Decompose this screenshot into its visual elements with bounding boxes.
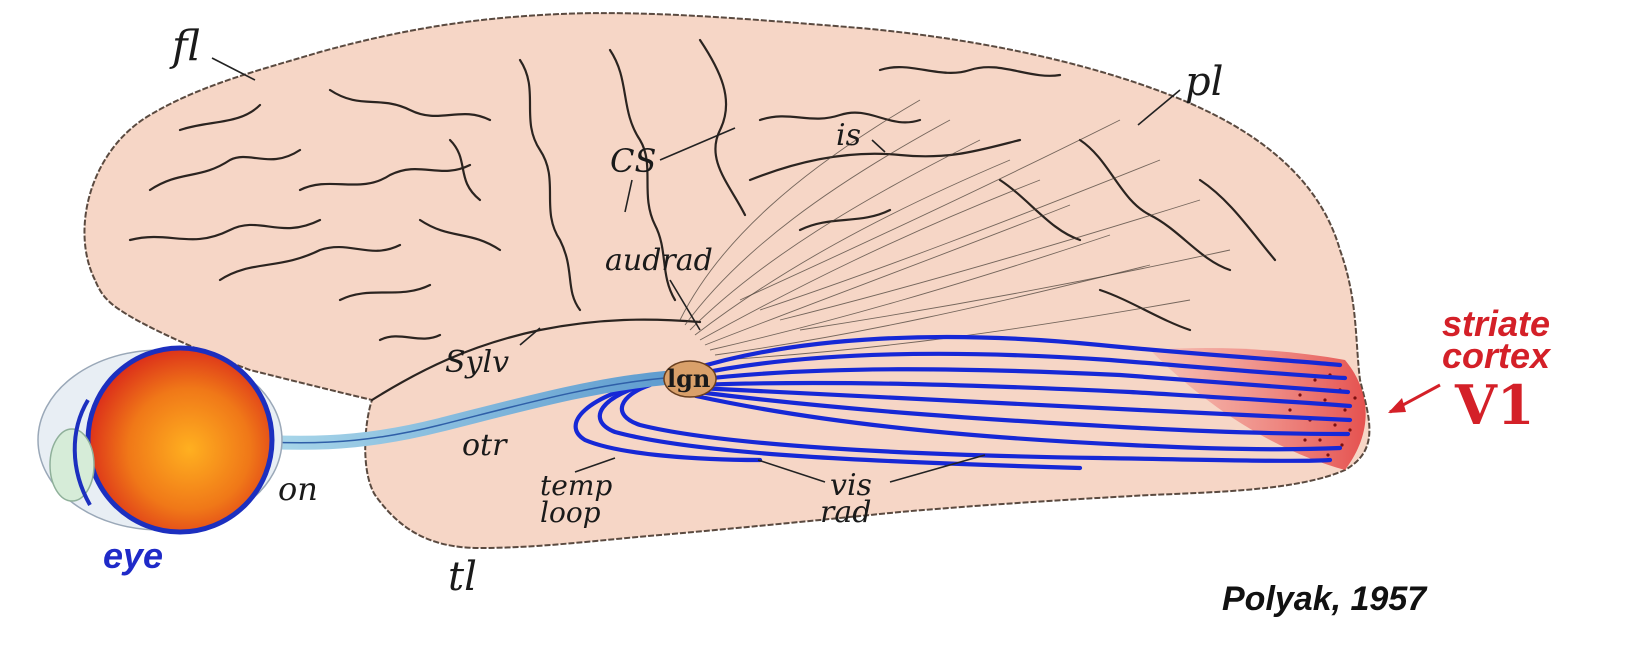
sulci — [128, 38, 1277, 342]
lgn-nucleus — [663, 360, 717, 398]
label-pl: pl — [1185, 59, 1223, 105]
label-loop: loop — [540, 496, 601, 529]
label-on: on — [278, 470, 318, 508]
label-lgn: lgn — [667, 364, 710, 393]
eye-illustration — [37, 345, 283, 535]
sylvian-fissure — [370, 318, 702, 402]
label-cs: CS — [610, 142, 656, 180]
label-eye: eye — [103, 535, 163, 576]
brain-outline — [83, 12, 1371, 550]
label-cortex: cortex — [1442, 335, 1552, 376]
label-v1: V1 — [1454, 373, 1534, 437]
label-sylv: Sylv — [445, 345, 509, 380]
label-temp: temp — [540, 469, 612, 502]
label-rad: rad — [820, 495, 871, 530]
label-tl: tl — [448, 554, 477, 600]
label-is: is — [836, 118, 861, 153]
label-vis: vis — [830, 468, 872, 503]
striate-cortex-region — [1150, 348, 1366, 470]
citation: Polyak, 1957 — [1222, 580, 1428, 618]
label-audrad: audrad — [605, 243, 713, 278]
label-striate: striate — [1442, 303, 1550, 344]
label-otr: otr — [462, 428, 508, 463]
label-fl: fl — [169, 21, 200, 70]
visual-radiation-fibers — [573, 334, 1353, 471]
